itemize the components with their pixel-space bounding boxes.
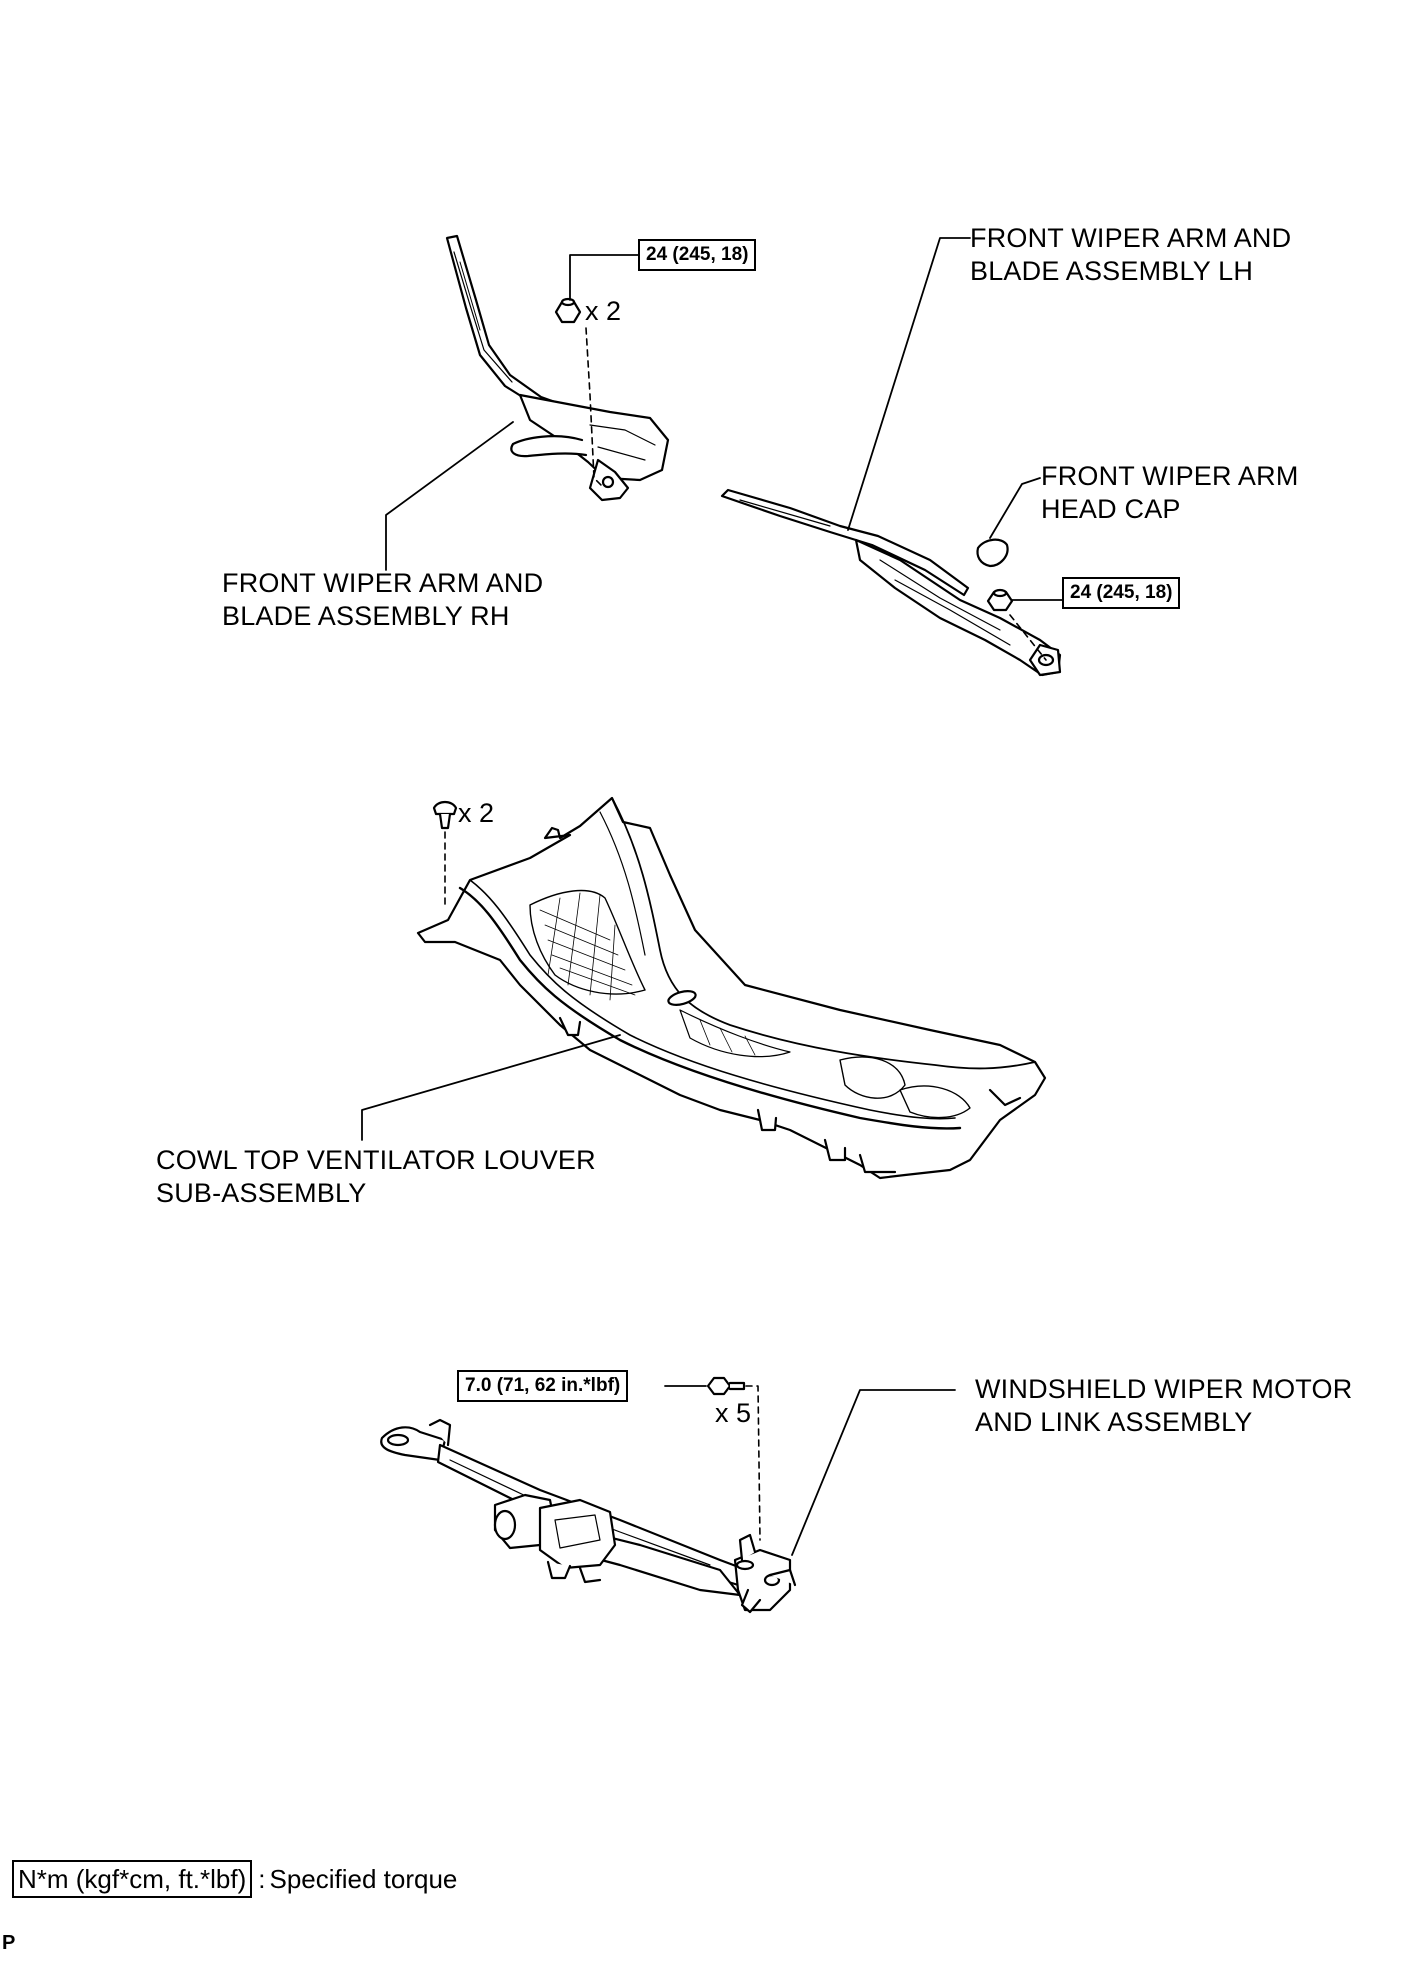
label-head-cap-line2: HEAD CAP [1041,494,1181,524]
quantity-motor-bolt: x 5 [715,1398,752,1428]
label-wiper-motor-line1: WINDSHIELD WIPER MOTOR [975,1374,1353,1404]
torque-legend: N*m (kgf*cm, ft.*lbf) : Specified torque [12,1860,457,1898]
quantity-rh-nut: x 2 [585,296,622,326]
torque-spec-rh-nut: 24 (245, 18) [638,239,757,271]
page-code: P [2,1932,16,1954]
quantity-cowl-clip: x 2 [458,798,495,828]
torque-spec-motor-bolt: 7.0 (71, 62 in.*lbf) [457,1370,629,1402]
label-wiper-arm-lh: FRONT WIPER ARM AND BLADE ASSEMBLY LH [970,222,1291,288]
label-wiper-arm-rh-line2: BLADE ASSEMBLY RH [222,601,510,631]
label-cowl-louver-line1: COWL TOP VENTILATOR LOUVER [156,1145,596,1175]
label-cowl-louver: COWL TOP VENTILATOR LOUVER SUB-ASSEMBLY [156,1144,596,1210]
label-cowl-louver-line2: SUB-ASSEMBLY [156,1178,367,1208]
legend-separator: : [258,1863,266,1894]
wiper-arm-lh [720,237,1073,677]
wiper-motor-link [380,1376,956,1614]
legend-description: Specified torque [269,1863,458,1894]
label-head-cap-line1: FRONT WIPER ARM [1041,461,1299,491]
label-wiper-motor: WINDSHIELD WIPER MOTOR AND LINK ASSEMBLY [975,1373,1352,1439]
label-head-cap: FRONT WIPER ARM HEAD CAP [1041,460,1299,526]
legend-unit-box: N*m (kgf*cm, ft.*lbf) [12,1860,253,1898]
label-wiper-arm-lh-line2: BLADE ASSEMBLY LH [970,256,1254,286]
label-wiper-arm-rh: FRONT WIPER ARM AND BLADE ASSEMBLY RH [222,567,543,633]
torque-spec-lh-nut: 24 (245, 18) [1062,577,1181,609]
label-wiper-arm-lh-line1: FRONT WIPER ARM AND [970,223,1292,253]
cowl-top-louver [361,796,1047,1180]
label-wiper-motor-line2: AND LINK ASSEMBLY [975,1407,1253,1437]
label-wiper-arm-rh-line1: FRONT WIPER ARM AND [222,568,544,598]
wiper-arm-rh [385,234,670,571]
